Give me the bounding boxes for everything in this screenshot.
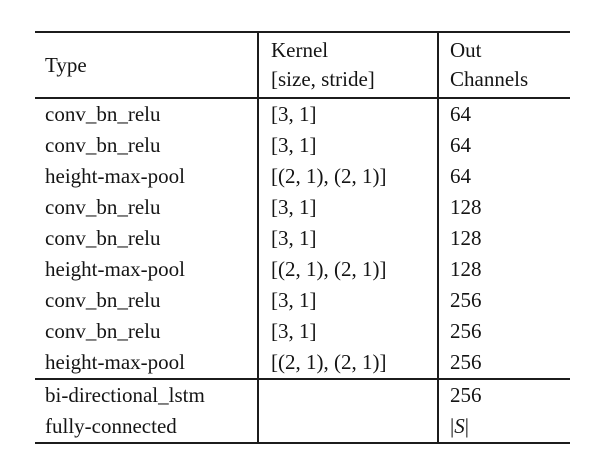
cell-kernel-size-stride — [257, 411, 439, 443]
cell-kernel-size-stride: [3, 1] — [257, 98, 439, 130]
cell-type: height-max-pool — [45, 350, 185, 374]
cell-kernel-size-stride: [3, 1] — [257, 130, 439, 161]
header-kernel-label-line1: Kernel — [271, 38, 329, 62]
cell-type: fully-connected — [45, 414, 177, 438]
cell-out-channels: 128 — [450, 226, 482, 250]
header-out-label-line1: Out — [450, 38, 482, 62]
table-row: height-max-pool [(2, 1), (2, 1)] 64 — [35, 161, 570, 192]
cell-type: conv_bn_relu — [45, 133, 161, 157]
cell-type: height-max-pool — [45, 257, 185, 281]
cell-kernel-size-stride: [3, 1] — [257, 285, 439, 316]
header-kernel-label-line2: [size, stride] — [271, 67, 375, 91]
cell-type: conv_bn_relu — [45, 288, 161, 312]
math-delimiter: | — [450, 414, 455, 438]
header-row: Type Kernel [size, stride] Out Channels — [35, 32, 570, 98]
cell-out-channels: 256 — [450, 350, 482, 374]
table-row: conv_bn_relu [3, 1] 64 — [35, 98, 570, 130]
cell-kernel-size-stride: [3, 1] — [257, 316, 439, 347]
header-type-label: Type — [45, 52, 87, 77]
table-row: conv_bn_relu [3, 1] 64 — [35, 130, 570, 161]
cell-type: conv_bn_relu — [45, 102, 161, 126]
cell-out-channels: 256 — [450, 288, 482, 312]
cell-out-channels: 256 — [450, 319, 482, 343]
cell-type: conv_bn_relu — [45, 226, 161, 250]
cell-kernel-size-stride: [(2, 1), (2, 1)] — [257, 347, 439, 379]
cell-type: conv_bn_relu — [45, 319, 161, 343]
math-variable: S — [454, 414, 465, 438]
cell-type: conv_bn_relu — [45, 195, 161, 219]
table-footer: bi-directional_lstm 256 fully-connected |S| — [35, 379, 570, 443]
header-out-channels: Out Channels — [438, 32, 570, 98]
cell-out-channels: 128 — [450, 195, 482, 219]
cell-out-channels: 64 — [450, 133, 471, 157]
cell-kernel-size-stride: [(2, 1), (2, 1)] — [257, 254, 439, 285]
table-row: bi-directional_lstm 256 — [35, 379, 570, 411]
cell-out-channels: 256 — [450, 383, 482, 407]
network-architecture-table-container: Type Kernel [size, stride] Out Channels … — [35, 31, 570, 444]
cell-out-channels: 64 — [450, 164, 471, 188]
header-out-label-line2: Channels — [450, 67, 529, 91]
math-delimiter: | — [464, 414, 469, 438]
cell-out-channels: 64 — [450, 102, 471, 126]
cell-kernel-size-stride: [3, 1] — [257, 223, 439, 254]
header-kernel: Kernel [size, stride] — [257, 32, 439, 98]
table-row: conv_bn_relu [3, 1] 128 — [35, 192, 570, 223]
cell-kernel-size-stride — [257, 379, 439, 411]
table-row: conv_bn_relu [3, 1] 256 — [35, 316, 570, 347]
table-row: fully-connected |S| — [35, 411, 570, 443]
cell-out-channels: 128 — [450, 257, 482, 281]
cell-type: bi-directional_lstm — [45, 383, 205, 407]
header-type: Type — [35, 32, 258, 98]
table-body: conv_bn_relu [3, 1] 64 conv_bn_relu [3, 1] 64… — [35, 98, 570, 379]
table-row: height-max-pool [(2, 1), (2, 1)] 256 — [35, 347, 570, 379]
cell-kernel-size-stride: [(2, 1), (2, 1)] — [257, 161, 439, 192]
network-architecture-table: Type Kernel [size, stride] Out Channels … — [35, 31, 570, 444]
cell-type: height-max-pool — [45, 164, 185, 188]
table-header: Type Kernel [size, stride] Out Channels — [35, 32, 570, 98]
table-row: conv_bn_relu [3, 1] 256 — [35, 285, 570, 316]
table-row: conv_bn_relu [3, 1] 128 — [35, 223, 570, 254]
cell-kernel-size-stride: [3, 1] — [257, 192, 439, 223]
cell-out-channels: |S| — [438, 411, 570, 443]
table-row: height-max-pool [(2, 1), (2, 1)] 128 — [35, 254, 570, 285]
